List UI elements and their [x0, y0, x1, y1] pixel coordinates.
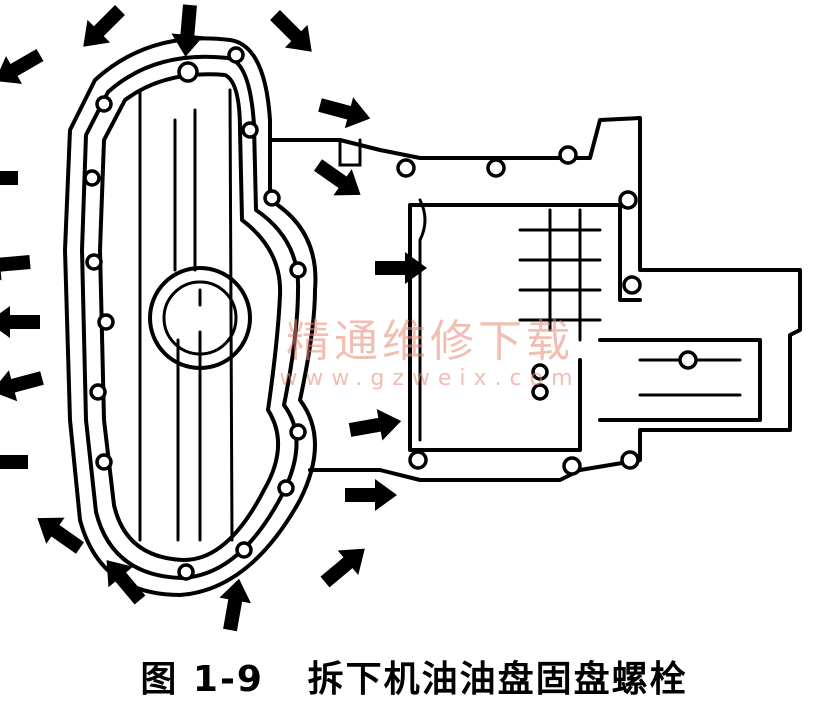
oil-pan-cover	[63, 36, 318, 597]
caption-text: 拆下机油油盘固盘螺栓	[307, 659, 688, 700]
bolt-arrow-icon	[0, 455, 28, 469]
bolt-arrow-icon	[219, 578, 251, 632]
bolt-arrow-icon	[270, 10, 312, 52]
figure-caption: 图 1-9 拆下机油油盘固盘螺栓	[0, 650, 828, 702]
bolt-arrow-icon	[320, 548, 365, 588]
bolt-arrow-icon	[0, 48, 44, 84]
bolt-arrow-icon	[0, 370, 44, 402]
bolt-arrow-icon	[375, 252, 427, 284]
bolt-arrow-icon	[0, 248, 31, 281]
bolt-arrow-icon	[106, 560, 146, 605]
bolt-arrow-icon	[37, 517, 85, 554]
oil-pan-diagram	[0, 4, 802, 632]
bolt-arrow-icon	[345, 479, 397, 511]
bolt-arrows	[0, 4, 427, 632]
bolt-arrow-icon	[0, 306, 40, 338]
bolt-arrow-icon	[313, 159, 361, 196]
bolt-arrow-icon	[348, 409, 402, 441]
bolt-arrow-icon	[0, 171, 18, 185]
bolt-arrow-icon	[171, 4, 204, 57]
bolt-arrow-icon	[83, 5, 125, 47]
bolt-arrow-icon	[318, 97, 371, 129]
transmission-housing	[268, 116, 802, 482]
caption-number: 图 1-9	[140, 659, 264, 700]
